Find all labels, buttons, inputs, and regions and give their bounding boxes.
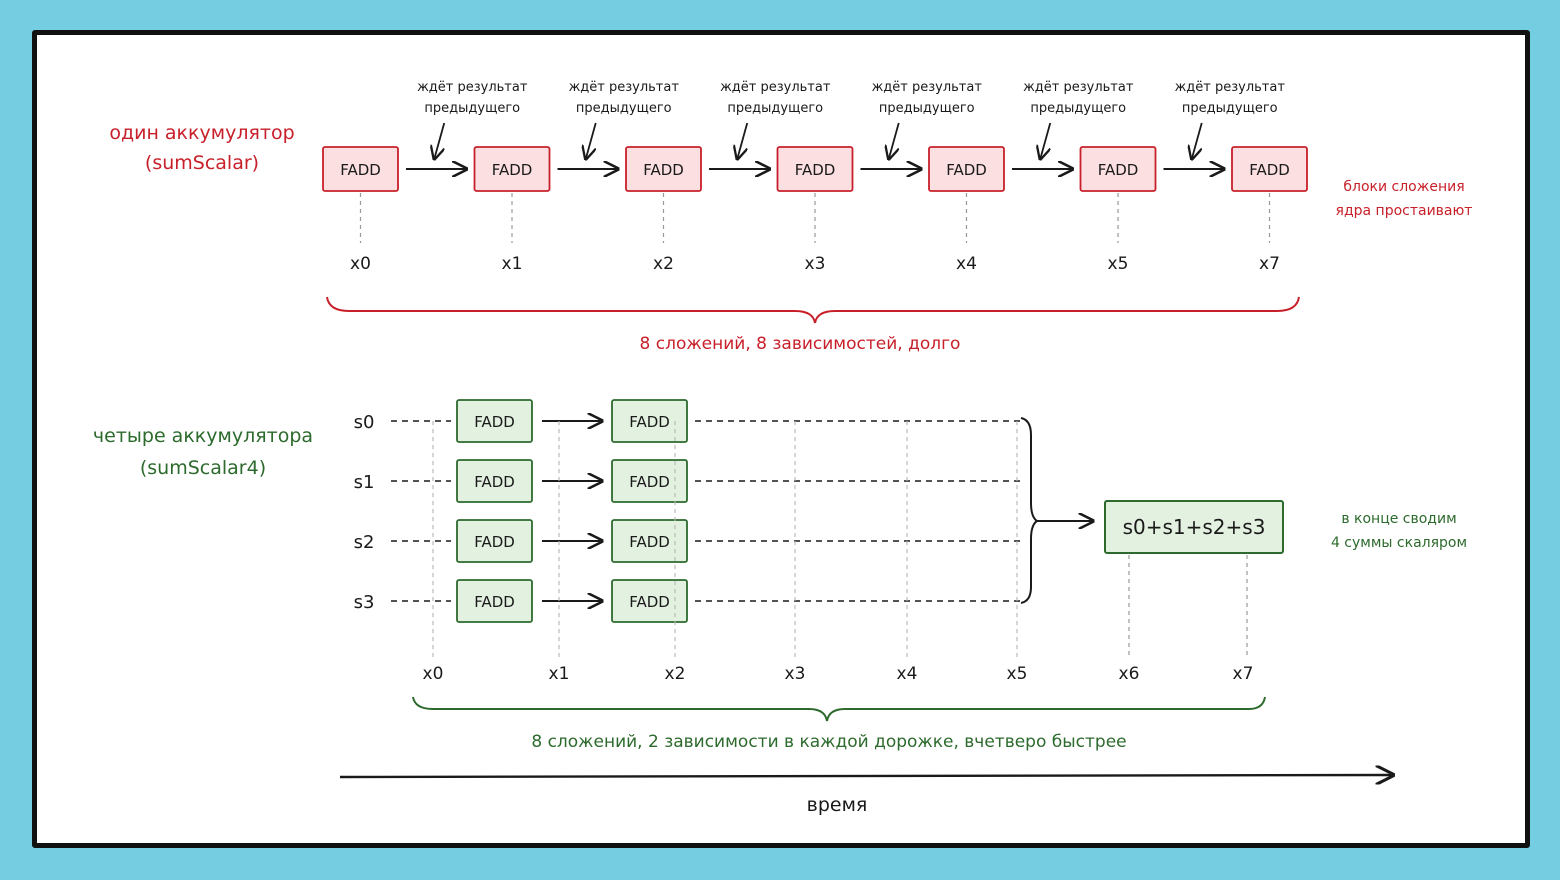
lane-fadd-block (456, 459, 533, 503)
lane-fadd-block (611, 579, 688, 623)
wait-pointer-arrow (434, 122, 446, 159)
scalar-x-label: x0 (350, 254, 371, 274)
lane-fadd-block (611, 399, 688, 443)
scalar-wait-notes: ждёт результат предыдущего ждёт результат п… (417, 80, 1285, 159)
wait-note-line1: ждёт результат (720, 80, 831, 95)
fadd-block (776, 146, 854, 192)
lane-fadd-label: FADD (629, 593, 670, 611)
fadd-block-label: FADD (795, 161, 836, 179)
vector-brace (412, 696, 1266, 722)
fadd-block (473, 146, 551, 192)
vector-title-line2: (sumScalar4) (140, 457, 266, 479)
fadd-block-label: FADD (643, 161, 684, 179)
lane-fadd-block (611, 459, 688, 503)
wait-note-line2: предыдущего (727, 101, 823, 116)
scalar-blocks: FADD FADD FADD FADD FADD FADD FADD (322, 146, 1308, 192)
lane-fadd-block (456, 399, 533, 443)
scalar-x-labels: x0 x1 x2 x3 x4 x5 x7 (350, 193, 1280, 274)
wait-pointer-arrow (586, 122, 597, 159)
fadd-block-label: FADD (340, 161, 381, 179)
time-axis-arrow (339, 775, 1393, 777)
end-note-line1: в конце сводим (1341, 511, 1456, 527)
scalar-brace (326, 296, 1300, 324)
scalar-title-line2: (sumScalar) (145, 152, 259, 174)
idle-note-line2: ядра простаивают (1336, 203, 1473, 219)
lane-fadd-label: FADD (629, 533, 670, 551)
wait-note-line1: ждёт результат (872, 80, 983, 95)
fadd-block-label: FADD (492, 161, 533, 179)
scalar-summary: 8 сложений, 8 зависимостей, долго (640, 334, 961, 354)
lane-fadd-label: FADD (474, 413, 515, 431)
vector-x-label: x6 (1119, 664, 1140, 684)
vector-x-label: x2 (665, 664, 686, 684)
wait-note-line1: ждёт результат (1023, 80, 1134, 95)
wait-pointer-arrow (1192, 122, 1203, 159)
end-note-line2: 4 суммы скаляром (1331, 535, 1467, 551)
wait-note-line2: предыдущего (576, 101, 672, 116)
wait-note-line1: ждёт результат (569, 80, 680, 95)
lane-fadd-label: FADD (474, 533, 515, 551)
merge-brace (1020, 417, 1039, 604)
result-box (1104, 500, 1284, 554)
wait-note-line2: предыдущего (1182, 101, 1278, 116)
lane-fadd-block (456, 579, 533, 623)
fadd-block (322, 146, 399, 192)
lane-name-s3: s3 (354, 592, 375, 613)
wait-pointer-arrow (1040, 122, 1052, 159)
time-label: время (807, 794, 868, 816)
lane-fadd-label: FADD (629, 473, 670, 491)
vector-x-label: x7 (1233, 664, 1254, 684)
fadd-block-label: FADD (946, 161, 987, 179)
wait-note-line2: предыдущего (1030, 101, 1126, 116)
vector-x-label: x4 (897, 664, 918, 684)
lane-fadd-block (456, 519, 533, 563)
fadd-block (928, 146, 1005, 192)
lane-fadd-label: FADD (629, 413, 670, 431)
idle-note-line1: блоки сложения (1343, 179, 1464, 195)
scalar-x-label: x1 (502, 254, 523, 274)
vector-x-labels: x0 x1 x2 x3 x4 x5 x6 x7 (423, 421, 1254, 684)
fadd-block (625, 146, 702, 192)
fadd-block-label: FADD (1098, 161, 1139, 179)
lane-fadd-block (611, 519, 688, 563)
wait-note-line2: предыдущего (879, 101, 975, 116)
lane-fadd-label: FADD (474, 473, 515, 491)
fadd-block (1079, 146, 1157, 192)
wait-note-line1: ждёт результат (417, 80, 528, 95)
scalar-x-label: x4 (956, 254, 977, 274)
wait-note-line1: ждёт результат (1175, 80, 1286, 95)
scalar-x-label: x3 (805, 254, 826, 274)
wait-note-line2: предыдущего (424, 101, 520, 116)
scalar-title-line1: один аккумулятор (109, 122, 294, 144)
vector-x-label: x0 (423, 664, 444, 684)
vector-summary: 8 сложений, 2 зависимости в каждой дорож… (531, 732, 1126, 752)
lane-name-s2: s2 (354, 532, 375, 553)
vector-x-label: x5 (1007, 664, 1028, 684)
scalar-x-label: x2 (653, 254, 674, 274)
fadd-block-label: FADD (1249, 161, 1290, 179)
fadd-block (1231, 146, 1308, 192)
lane-name-s0: s0 (354, 412, 375, 433)
scalar-x-label: x5 (1108, 254, 1129, 274)
lane-name-s1: s1 (354, 472, 375, 493)
vector-x-label: x3 (785, 664, 806, 684)
lane-fadd-label: FADD (474, 593, 515, 611)
vector-title-line1: четыре аккумулятора (93, 425, 313, 447)
scalar-x-label: x7 (1259, 254, 1280, 274)
wait-pointer-arrow (737, 122, 749, 159)
result-label: s0+s1+s2+s3 (1123, 515, 1266, 539)
wait-pointer-arrow (889, 122, 900, 159)
vector-x-label: x1 (549, 664, 570, 684)
